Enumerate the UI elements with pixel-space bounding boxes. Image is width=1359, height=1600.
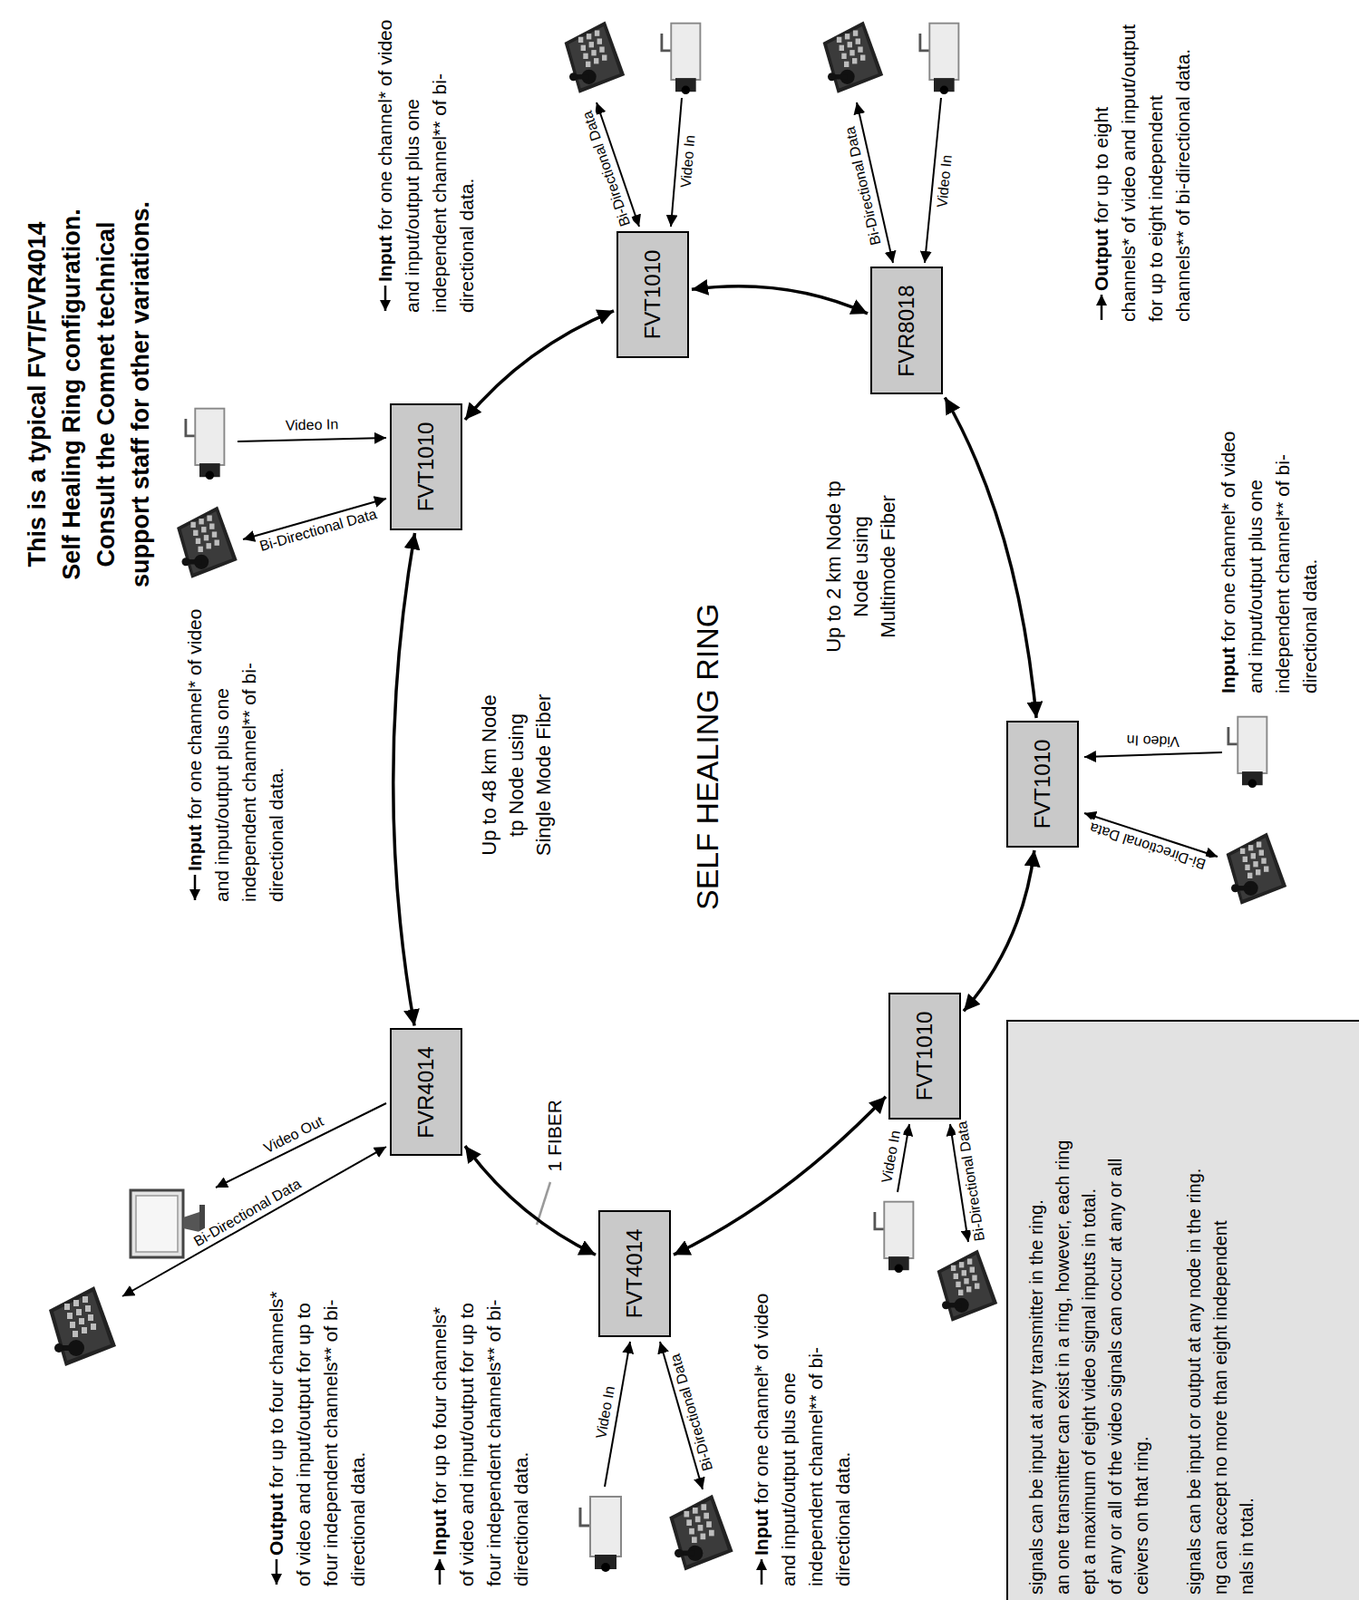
device-box: FVT1010 [389, 403, 463, 531]
fiber-link [963, 850, 1035, 1011]
note-line: signals can be input or output at any no… [1182, 1168, 1206, 1595]
signal-label: Bi-Directional Data [666, 1350, 717, 1476]
signal-label: Bi-Directional Data [578, 106, 635, 231]
annotation-text: Input for one channel* of video and inpu… [371, 13, 481, 313]
signal-label: Video In [677, 132, 699, 191]
note-line: an one transmitter can exist in a ring, … [1050, 1140, 1075, 1595]
device-box: FVT1010 [1006, 720, 1079, 848]
box-label: FVT4014 [621, 1229, 648, 1320]
leader-line [536, 1182, 551, 1225]
fiber-link [673, 1096, 886, 1255]
annotation-text: Input for one channel* of video and inpu… [747, 1287, 857, 1587]
fiber-link [691, 286, 868, 314]
fiber-link [465, 1145, 596, 1255]
device-box: FVR4014 [389, 1028, 463, 1157]
fiber-link [944, 397, 1037, 719]
note-line: of any or all of the video signals can o… [1103, 1158, 1127, 1595]
ring-label: 1 FIBER [543, 1099, 566, 1172]
annotation-text: Input for one channel* of video and inpu… [181, 602, 291, 903]
signal-label: Video In [283, 416, 341, 435]
ring-label: Up to 2 km Node tp Node using Multimode … [820, 475, 903, 658]
note-line: ng can accept no more than eight indepen… [1208, 1220, 1233, 1595]
ring-label: SELF HEALING RING [689, 603, 727, 911]
device-box: FVT1010 [616, 231, 690, 359]
title-text: This is a typical FVT/FVR4014 Self Heali… [19, 198, 158, 591]
annotation-text: Input for one channel* of video and inpu… [1214, 394, 1324, 694]
device-box: FVT1010 [888, 992, 962, 1120]
signal-label: Video Out [260, 1112, 329, 1158]
signal-label: Video In [1125, 731, 1183, 750]
annotation-text: Input for up to four channels* of video … [426, 1287, 535, 1587]
note-line: signals can be input at any transmitter … [1024, 1199, 1049, 1595]
device-box: FVT4014 [598, 1210, 671, 1338]
signal-label: Video In [933, 152, 956, 211]
fiber-link [393, 533, 416, 1027]
note-box: signals can be input at any transmitter … [1006, 1019, 1359, 1600]
signal-label: Bi-Directional Data [1086, 818, 1210, 874]
fiber-link [465, 310, 614, 420]
box-label: FVT1010 [1029, 739, 1056, 830]
box-label: FVT1010 [413, 422, 439, 513]
annotation-text: Output for up to four channels* of video… [262, 1287, 372, 1587]
box-label: FVR4014 [413, 1046, 439, 1138]
note-line: nals in total. [1234, 1497, 1259, 1595]
annotation-text: Output for up to eight channels* of vide… [1087, 22, 1197, 322]
signal-label: Bi-Directional Data [841, 123, 885, 249]
note-line: ept a maximum of eight video signal inpu… [1077, 1188, 1101, 1595]
note-line: ceivers on that ring. [1129, 1436, 1154, 1595]
signal-label: Bi-Directional Data [189, 1174, 306, 1252]
ring-label: Up to 48 km Node tp Node using Single Mo… [475, 684, 558, 866]
box-label: FVT1010 [912, 1011, 938, 1102]
device-box: FVR8018 [870, 267, 943, 396]
box-label: FVR8018 [893, 284, 920, 377]
box-label: FVT1010 [640, 250, 666, 340]
